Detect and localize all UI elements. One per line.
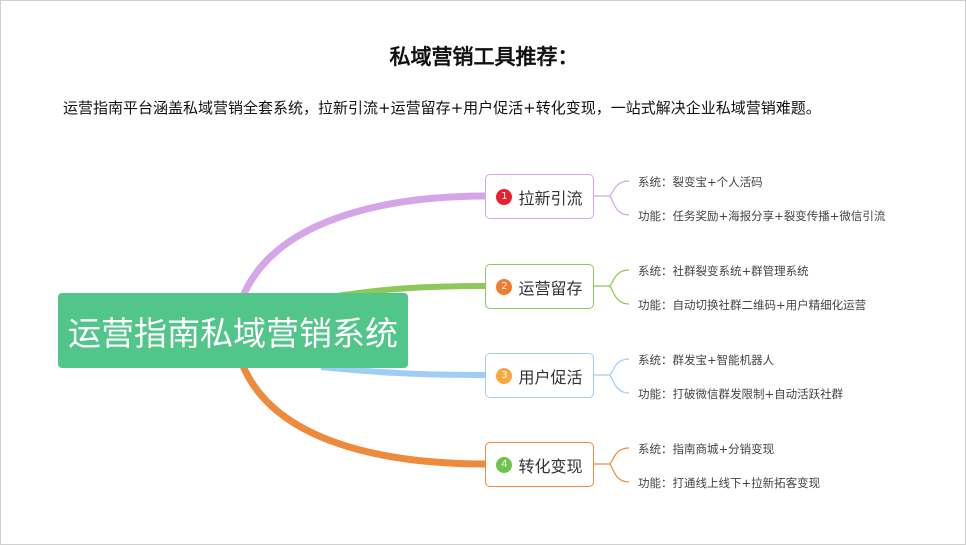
leaf-system-2: 系统：社群裂变系统+群管理系统 xyxy=(638,264,809,278)
leaf-function-3: 功能：打破微信群发限制+自动活跃社群 xyxy=(638,387,844,401)
number-badge: 3 xyxy=(496,367,513,384)
leaf-bracket-1 xyxy=(593,180,630,216)
number-badge: 2 xyxy=(496,278,513,295)
leaf-system-3: 系统：群发宝+智能机器人 xyxy=(638,353,775,367)
leaf-function-4: 功能：打通线上线下+拉新拓客变现 xyxy=(638,476,821,490)
branch-node-1: 1 拉新引流 xyxy=(485,174,594,219)
number-badge: 1 xyxy=(496,188,513,205)
branch-line-1 xyxy=(237,192,488,303)
leaf-bracket-3 xyxy=(593,358,630,394)
leaf-system-4: 系统：指南商城+分销变现 xyxy=(638,442,775,456)
leaf-function-1: 功能：任务奖励+海报分享+裂变传播+微信引流 xyxy=(638,209,886,223)
branch-label: 运营留存 xyxy=(518,278,583,298)
branch-node-2: 2 运营留存 xyxy=(485,264,594,309)
branch-node-4: 4 转化变现 xyxy=(485,442,594,487)
branch-line-3 xyxy=(320,364,488,378)
branch-label: 转化变现 xyxy=(518,456,583,476)
number-badge: 4 xyxy=(496,456,513,473)
branch-line-4 xyxy=(237,359,488,468)
page-title: 私域营销工具推荐： xyxy=(389,45,579,69)
leaf-system-1: 系统：裂变宝+个人活码 xyxy=(638,175,763,189)
branch-node-3: 3 用户促活 xyxy=(485,353,594,398)
leaf-bracket-2 xyxy=(593,269,630,305)
branch-label: 用户促活 xyxy=(518,367,583,387)
leaf-function-2: 功能：自动切换社群二维码+用户精细化运营 xyxy=(638,298,867,312)
root-node: 运营指南私域营销系统 xyxy=(58,293,408,368)
leaf-bracket-4 xyxy=(593,447,630,483)
branch-label: 拉新引流 xyxy=(518,188,583,208)
subtitle: 运营指南平台涵盖私域营销全套系统，拉新引流+运营留存+用户促活+转化变现，一站式… xyxy=(63,99,821,117)
